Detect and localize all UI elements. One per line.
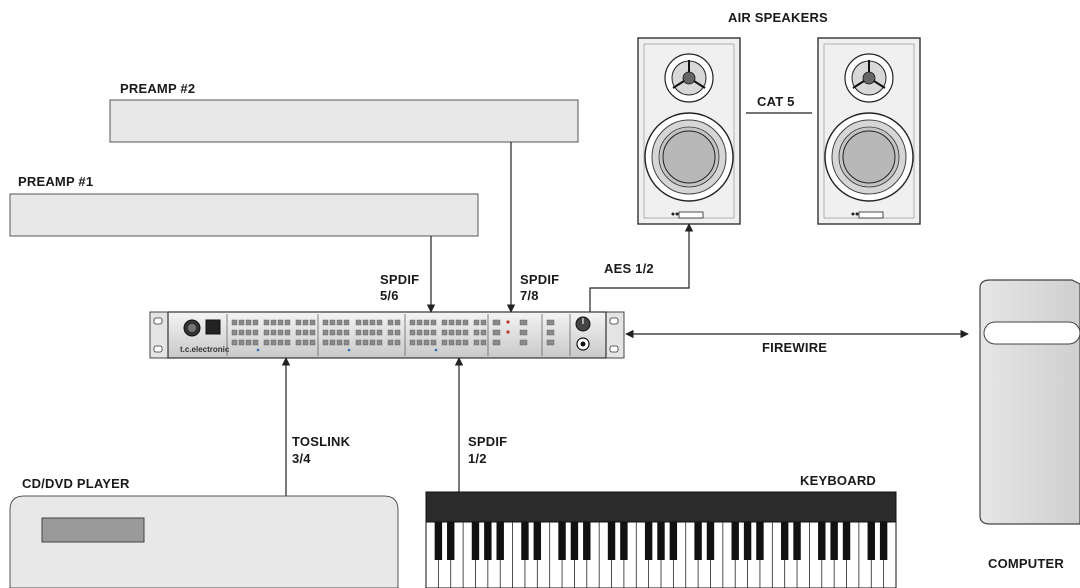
piano-black-key [620,522,627,560]
firewire-label: FIREWIRE [762,340,827,355]
spdif-1-2-label-line2: 1/2 [468,451,487,466]
toslink-label-line1: TOSLINK [292,434,351,449]
piano-black-key [472,522,479,560]
piano-black-key [435,522,442,560]
piano-black-key [781,522,788,560]
piano-black-key [497,522,504,560]
preamp-1: PREAMP #1 [10,174,478,236]
keyboard: KEYBOARD [426,473,896,588]
computer: COMPUTER [980,280,1080,571]
spdif-7-8-label-line1: SPDIF [520,272,559,287]
piano-black-key [657,522,664,560]
toslink-label-line2: 3/4 [292,451,311,466]
preamp-1-box [10,194,478,236]
piano-black-key [521,522,528,560]
piano-black-key [694,522,701,560]
piano-black-key [732,522,739,560]
piano-black-key [818,522,825,560]
brand-label: t.c.electronic [180,345,230,354]
piano-black-key [583,522,590,560]
computer-label: COMPUTER [988,556,1064,571]
cd-dvd-player: CD/DVD PLAYER [10,476,398,588]
cat5-label: CAT 5 [757,94,795,109]
piano-black-key [571,522,578,560]
piano-black-key [484,522,491,560]
piano-black-key [645,522,652,560]
piano-black-key [880,522,887,560]
piano-black-key [756,522,763,560]
piano-black-key [447,522,454,560]
piano-black-key [558,522,565,560]
preamp-2: PREAMP #2 [110,81,578,142]
piano-black-key [830,522,837,560]
spdif-7-8-label-line2: 7/8 [520,288,539,303]
piano-black-key [744,522,751,560]
piano-black-key [843,522,850,560]
audio-interface-rack: t.c.electronic [150,312,624,358]
piano-black-key [670,522,677,560]
piano-black-key [707,522,714,560]
spdif-1-2-label-line1: SPDIF [468,434,507,449]
cd-dvd-player-label: CD/DVD PLAYER [22,476,130,491]
speaker-right [818,38,920,224]
cat5-link: CAT 5 [746,94,812,113]
preamp-1-label: PREAMP #1 [18,174,93,189]
keyboard-label: KEYBOARD [800,473,876,488]
speaker-left [638,38,740,224]
preamp-2-box [110,100,578,142]
piano-black-key [793,522,800,560]
aes-label: AES 1/2 [604,261,654,276]
spdif-5-6-label-line2: 5/6 [380,288,399,303]
air-speakers-label: AIR SPEAKERS [728,10,828,25]
piano-black-key [534,522,541,560]
piano-black-key [608,522,615,560]
piano-black-key [868,522,875,560]
preamp-2-label: PREAMP #2 [120,81,195,96]
spdif-5-6-label-line1: SPDIF [380,272,419,287]
